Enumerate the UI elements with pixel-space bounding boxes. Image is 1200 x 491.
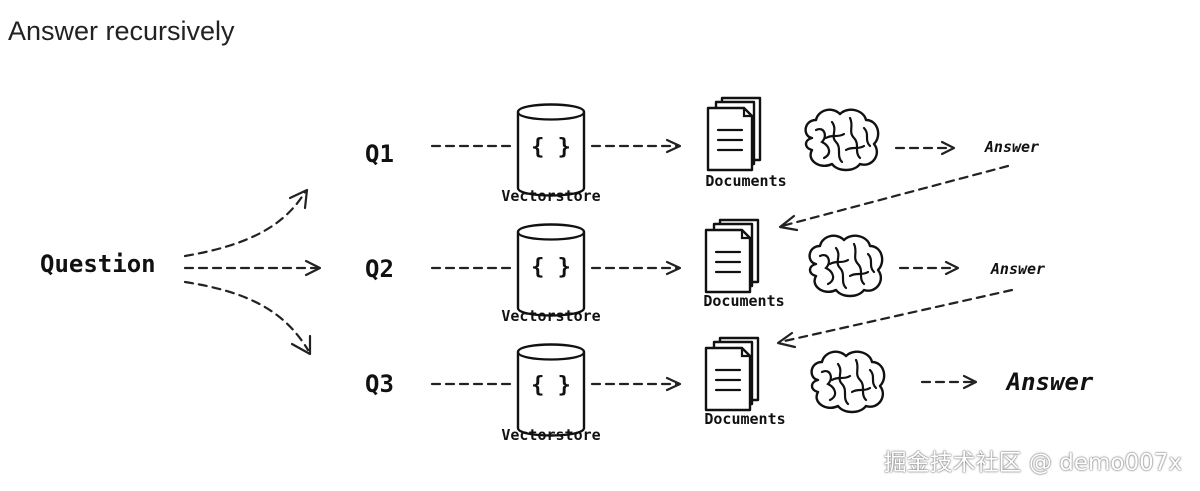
vectorstore-label: Vectorstore: [501, 426, 600, 444]
documents-icon: [706, 96, 762, 172]
documents-label: Documents: [705, 172, 786, 190]
query-label: Q2: [365, 255, 394, 283]
arrow-question-to-q3: [183, 280, 312, 356]
brain-icon: [808, 234, 884, 298]
store-icon-label: { }: [531, 135, 571, 160]
documents-label: Documents: [703, 292, 784, 310]
row-q2: Q2 { } Vectorstore Documents Answer: [365, 218, 1045, 325]
answer-label: Answer: [990, 260, 1045, 278]
brain-icon: [804, 108, 880, 172]
arrow-answer2-to-documents3: [776, 288, 1014, 349]
query-label: Q1: [365, 140, 394, 168]
store-icon-label: { }: [531, 255, 571, 280]
question-label: Question: [40, 250, 156, 278]
watermark: 掘金技术社区 @ demo007x: [883, 450, 1182, 476]
row-q3: Q3 { } Vectorstore Documents Answer: [365, 336, 1094, 444]
final-answer-label: Answer: [1005, 368, 1094, 396]
query-label: Q3: [365, 370, 394, 398]
row-q1: Q1 { } Vectorstore Documents Answer: [365, 96, 1039, 205]
documents-icon: [704, 336, 760, 412]
page-title: Answer recursively: [8, 16, 235, 46]
arrow-question-to-q1: [183, 188, 309, 258]
brain-icon: [810, 350, 886, 414]
store-icon-label: { }: [531, 373, 571, 398]
documents-icon: [704, 218, 760, 294]
documents-label: Documents: [704, 410, 785, 428]
arrow-question-to-q2: [183, 259, 322, 277]
vectorstore-label: Vectorstore: [501, 187, 600, 205]
answer-label: Answer: [984, 138, 1039, 156]
vectorstore-label: Vectorstore: [501, 307, 600, 325]
arrow-answer1-to-documents2: [778, 164, 1010, 232]
